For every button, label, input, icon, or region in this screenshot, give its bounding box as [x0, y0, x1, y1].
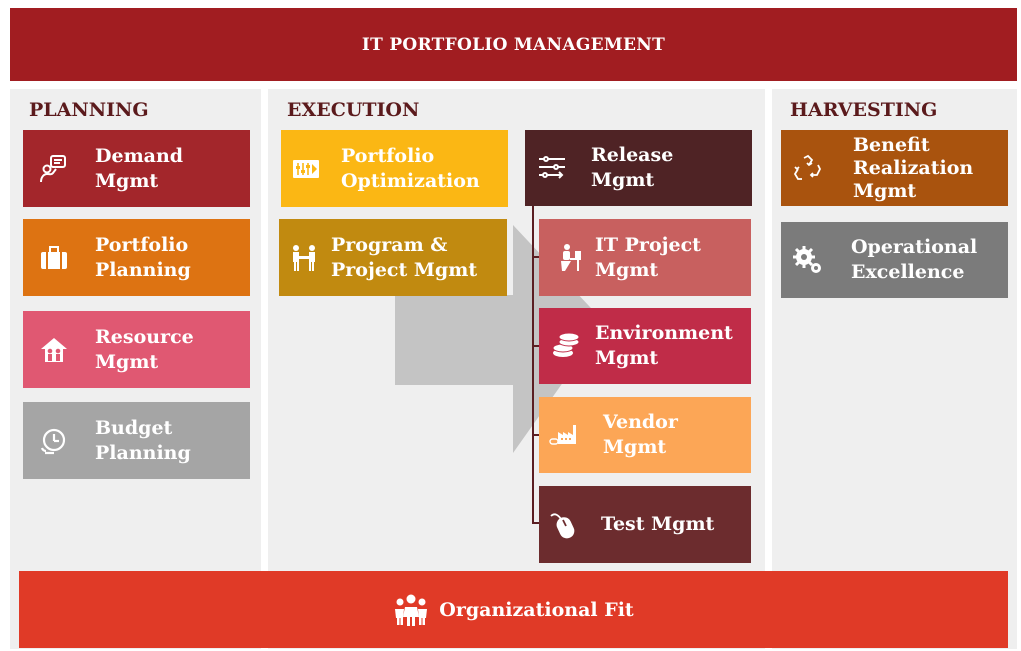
team-icon [393, 593, 429, 627]
execution-item-label: Program & Project Mgmt [331, 233, 478, 281]
planning-item-label: Budget Planning [95, 416, 191, 464]
coins-icon [549, 328, 583, 364]
execution-item-label: Release Mgmt [591, 144, 674, 191]
handshake-icon [287, 240, 321, 276]
page-title: IT PORTFOLIO MANAGEMENT [361, 34, 666, 55]
connector-vertical-line [532, 205, 534, 524]
planning-item-resource[interactable]: Resource Mgmt [23, 311, 250, 388]
execution-item-program-project[interactable]: Program & Project Mgmt [279, 219, 507, 296]
planning-item-label: Portfolio Planning [95, 233, 191, 281]
harvesting-item-operational[interactable]: Operational Excellence [781, 222, 1008, 298]
sliders-icon [535, 150, 569, 186]
dollar-clock-icon [37, 423, 71, 459]
execution-item-label: Environment Mgmt [595, 322, 733, 369]
harvesting-item-label: Benefit Realization Mgmt [853, 133, 974, 202]
planning-title: PLANNING [29, 99, 149, 121]
harvesting-item-benefit[interactable]: Benefit Realization Mgmt [781, 130, 1008, 206]
execution-item-release[interactable]: Release Mgmt [525, 130, 752, 206]
optimization-icon [289, 151, 323, 187]
execution-item-it-project[interactable]: IT Project Mgmt [539, 219, 751, 296]
execution-item-portfolio-optimization[interactable]: Portfolio Optimization [281, 130, 508, 207]
execution-item-environment[interactable]: Environment Mgmt [539, 308, 751, 384]
execution-title: EXECUTION [287, 99, 420, 121]
planning-item-demand[interactable]: Demand Mgmt [23, 130, 250, 207]
gears-icon [791, 242, 825, 278]
briefcase-icon [37, 240, 71, 276]
factory-icon [547, 417, 581, 453]
connector-line-vendor [532, 434, 540, 436]
planning-item-label: Resource Mgmt [95, 325, 194, 373]
demand-icon [37, 151, 71, 187]
planning-item-label: Demand Mgmt [95, 144, 184, 192]
connector-line-it-project [532, 256, 540, 258]
execution-item-vendor[interactable]: Vendor Mgmt [539, 397, 751, 473]
execution-item-label: Vendor Mgmt [603, 411, 678, 458]
page-title-banner: IT PORTFOLIO MANAGEMENT [10, 8, 1017, 81]
harvesting-item-label: Operational Excellence [851, 236, 978, 283]
organizational-fit-label: Organizational Fit [439, 598, 634, 621]
planning-item-budget[interactable]: Budget Planning [23, 402, 250, 479]
execution-item-test[interactable]: Test Mgmt [539, 486, 751, 563]
execution-item-label: Portfolio Optimization [341, 144, 480, 192]
recycle-icon [791, 150, 825, 186]
planning-item-portfolio-planning[interactable]: Portfolio Planning [23, 219, 250, 296]
organizational-fit-bar[interactable]: Organizational Fit [19, 571, 1008, 648]
harvesting-title: HARVESTING [790, 99, 938, 121]
execution-item-label: Test Mgmt [601, 513, 715, 535]
execution-item-label: IT Project Mgmt [595, 233, 701, 281]
worker-desk-icon [551, 240, 585, 276]
mouse-icon [547, 507, 581, 543]
connector-line-test [532, 522, 540, 524]
connector-line-environment [532, 345, 540, 347]
house-people-icon [37, 332, 71, 368]
